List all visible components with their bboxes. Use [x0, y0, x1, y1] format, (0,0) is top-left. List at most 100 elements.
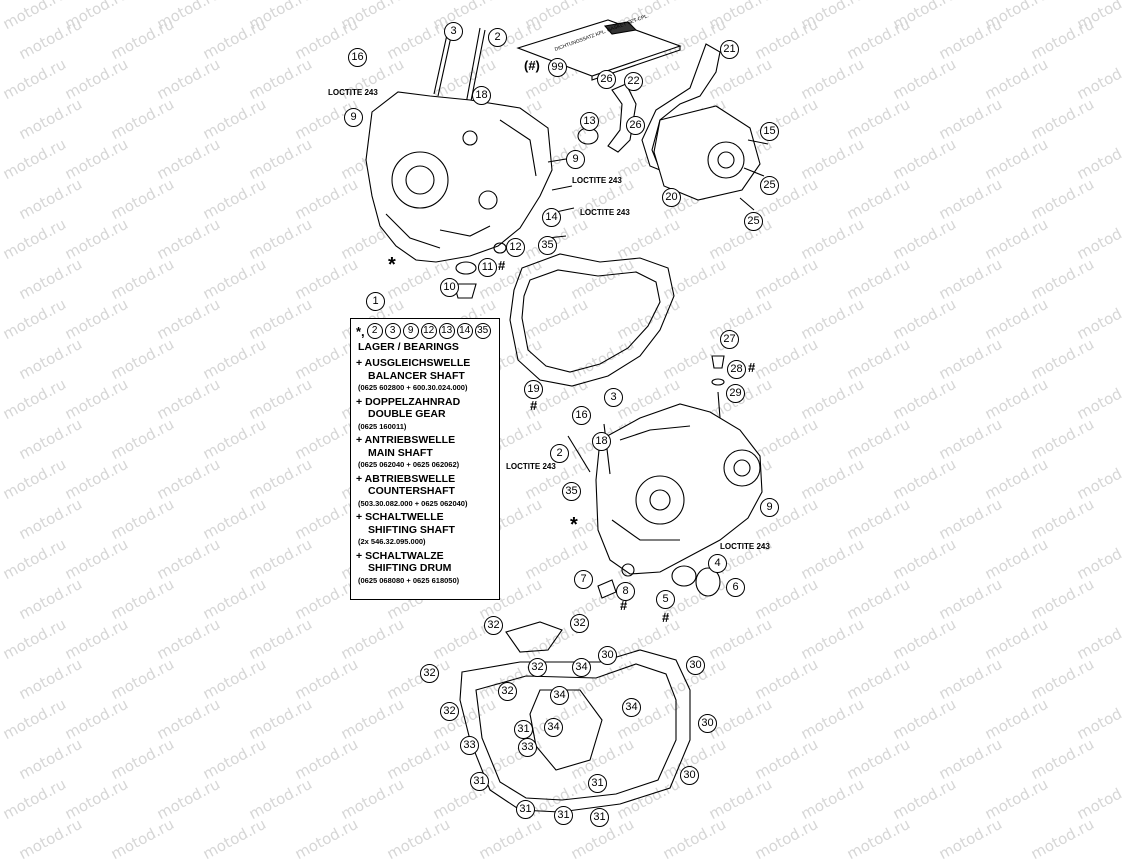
callout-8: 8 [616, 582, 635, 601]
callout-19: 19 [524, 380, 543, 399]
callout-14: 14 [542, 208, 561, 227]
legend-part-callout: 14 [456, 323, 473, 339]
callout-13: 13 [580, 112, 599, 131]
callout-15: 15 [760, 122, 779, 141]
callout-32: 32 [440, 702, 459, 721]
callout-9: 9 [760, 498, 779, 517]
legend-item-part-number: (0625 602800 + 600.30.024.000) [358, 383, 468, 392]
callout-31: 31 [514, 720, 533, 739]
callout-29: 29 [726, 384, 745, 403]
loctite-label: LOCTITE 243 [580, 208, 630, 217]
legend-item-en: SHIFTING SHAFT [368, 523, 455, 536]
loctite-label: LOCTITE 243 [328, 88, 378, 97]
legend-part-callout: 13 [438, 323, 455, 339]
callout-27: 27 [720, 330, 739, 349]
legend-item-part-number: (0625 062040 + 0625 062062) [358, 460, 460, 469]
gasket-32-small [505, 621, 563, 653]
callout-34: 34 [622, 698, 641, 717]
callout-26: 26 [626, 116, 645, 135]
callout-99: 99 [548, 58, 567, 77]
cover-6 [695, 567, 721, 597]
legend-item-en: DOUBLE GEAR [368, 408, 446, 420]
legend-part-callout: 12 [420, 323, 437, 339]
callout-9: 9 [566, 150, 585, 169]
callout-1: 1 [366, 292, 385, 311]
cover-21 [641, 43, 721, 171]
asterisk-mark: * [388, 254, 396, 276]
callout-34: 34 [572, 658, 591, 677]
callout-28: 28 [727, 360, 746, 379]
legend-item-de: SCHALTWALZE [356, 550, 444, 562]
callout-31: 31 [516, 800, 535, 819]
legend-item-de: ANTRIEBSWELLE [356, 434, 455, 446]
callout-5: 5 [656, 590, 675, 609]
callout-32: 32 [528, 658, 547, 677]
crankcase-half-right [595, 403, 763, 575]
callout-33: 33 [518, 738, 537, 757]
bracket-22 [607, 83, 637, 153]
gasket-set-booklet [516, 19, 682, 77]
gasket-19 [509, 253, 675, 387]
callout-21: 21 [720, 40, 739, 59]
legend-item-en: SHIFTING DRUM [368, 562, 452, 574]
callout-31: 31 [470, 772, 489, 791]
callout-2: 2 [550, 444, 569, 463]
o-ring-5 [671, 565, 697, 587]
callout-12: 12 [506, 238, 525, 257]
legend-item-part-number: (2x 546.32.095.000) [358, 537, 426, 546]
legend-item: ABTRIEBSWELLE COUNTERSHAFT (503.30.082.0… [356, 473, 494, 511]
callout-7: 7 [574, 570, 593, 589]
callout-31: 31 [590, 808, 609, 827]
legend-part-callout: 9 [402, 323, 419, 339]
legend-item-de: SCHALTWELLE [356, 511, 444, 523]
callout-30: 30 [698, 714, 717, 733]
legend-item: ANTRIEBSWELLE MAIN SHAFT (0625 062040 + … [356, 434, 494, 472]
callout-33: 33 [460, 736, 479, 755]
callout-11: 11 [478, 258, 497, 277]
legend-item-de: AUSGLEICHSWELLE [356, 357, 470, 369]
legend-heading: LAGER / BEARINGS [358, 341, 459, 353]
callout-16: 16 [348, 48, 367, 67]
callout-32: 32 [570, 614, 589, 633]
callout-25: 25 [744, 212, 763, 231]
bearings-legend-box: *, 2 3 9 12 13 14 35 LAGER / BEARINGS AU… [350, 318, 500, 600]
callout-9: 9 [344, 108, 363, 127]
asterisk-mark: * [570, 514, 578, 536]
callout-30: 30 [598, 646, 617, 665]
callout-6: 6 [726, 578, 745, 597]
legend-item-en: BALANCER SHAFT [368, 369, 465, 382]
callout-30: 30 [686, 656, 705, 675]
callout-34: 34 [550, 686, 569, 705]
legend-item-part-number: (0625 068080 + 0625 618050) [358, 575, 460, 585]
legend-item-en: MAIN SHAFT [368, 446, 433, 459]
callout-26: 26 [597, 70, 616, 89]
legend-part-list: *, 2 3 9 12 13 14 35 [356, 323, 494, 339]
legend-part-callout: 35 [474, 323, 491, 339]
callout-32: 32 [498, 682, 517, 701]
crankcase-half-left [365, 91, 553, 263]
loctite-label: LOCTITE 243 [506, 462, 556, 471]
hash-mark: # [530, 398, 538, 413]
hash-mark: # [620, 598, 628, 613]
callout-31: 31 [554, 806, 573, 825]
legend-item-de: ABTRIEBSWELLE [356, 473, 455, 485]
legend-item: SCHALTWELLE SHIFTING SHAFT (2x 546.32.09… [356, 511, 494, 549]
legend-item: AUSGLEICHSWELLE BALANCER SHAFT (0625 602… [356, 357, 494, 395]
callout-18: 18 [592, 432, 611, 451]
callout-35: 35 [538, 236, 557, 255]
callout-32: 32 [484, 616, 503, 635]
legend-item-en: COUNTERSHAFT [368, 485, 455, 497]
callout-16: 16 [572, 406, 591, 425]
legend-part-callout: 3 [384, 323, 401, 339]
legend-item-part-number: (503.30.082.000 + 0625 062040) [358, 498, 468, 508]
hash-mark: # [498, 258, 506, 273]
stud-3 [433, 29, 453, 97]
callout-22: 22 [624, 72, 643, 91]
legend-part-callout: 2 [366, 323, 383, 339]
engine-case-exploded-diagram [365, 19, 769, 813]
callout-10: 10 [440, 278, 459, 297]
legend-item-part-number: (0625 160011) [358, 421, 407, 431]
callout-3: 3 [604, 388, 623, 407]
plug-8 [597, 579, 617, 599]
loctite-label: LOCTITE 243 [720, 542, 770, 551]
